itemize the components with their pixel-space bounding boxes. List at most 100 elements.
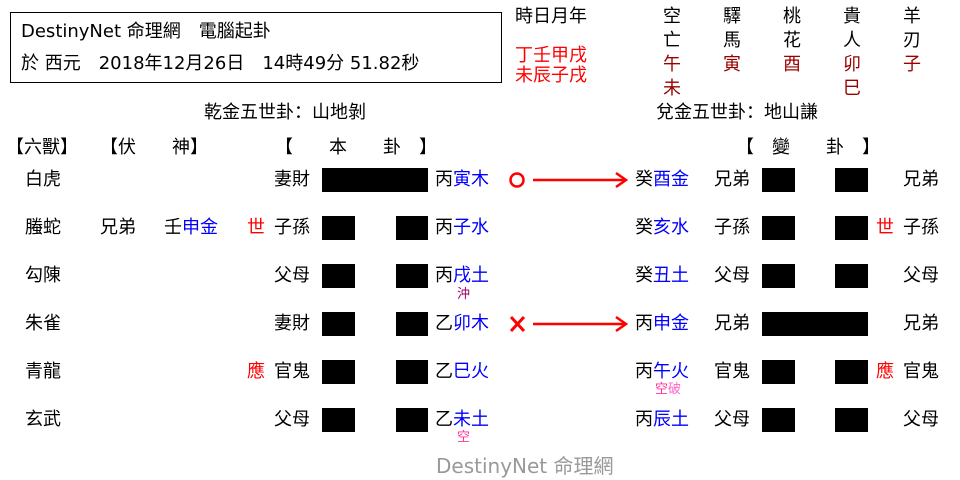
shensha-name: 空 (663, 6, 681, 27)
branch: 戌土 (453, 265, 489, 286)
shensha-names-bottom: 亡馬花人刃 (663, 30, 960, 52)
hidden-relation: 兄弟 (100, 217, 136, 238)
stem: 丙 (435, 265, 453, 286)
stem: 丙 (635, 313, 653, 334)
changed-stem-branch: 丙午火 (635, 361, 689, 383)
yin-line-right (396, 264, 428, 288)
yin-line-right (396, 312, 428, 336)
yin-line-right (396, 408, 428, 432)
changed-relation: 兄弟 (714, 169, 750, 190)
shensha-name: 花 (783, 30, 801, 51)
yin-line-right (396, 360, 428, 384)
line-stem-branch: 丙子水 (435, 217, 489, 239)
changed-relation-right: 父母 (903, 409, 939, 430)
shensha-name: 驛 (723, 6, 741, 27)
shensha-values-1: 午寅酉卯子 (663, 54, 960, 76)
branch: 辰土 (653, 409, 689, 430)
cast-datetime: 於 西元 2018年12月26日 14時49分 51.82秒 (21, 53, 420, 74)
shensha-value: 卯 (843, 54, 861, 75)
shensha-value: 子 (903, 54, 921, 75)
shensha-name: 人 (843, 30, 861, 51)
header-changed-hexagram: 【 變 卦 】 (736, 137, 880, 158)
line-relation: 父母 (274, 409, 310, 430)
changed-stem-branch: 丙申金 (635, 313, 689, 335)
changed-relation-right: 子孫 (903, 217, 939, 238)
stem: 癸 (635, 169, 653, 190)
pillars-stems: 丁壬甲戌 (515, 45, 587, 66)
original-hexagram-name: 乾金五世卦：山地剝 (204, 102, 366, 123)
shensha-name: 亡 (663, 30, 681, 51)
header-six-beasts: 【六獸】 (6, 137, 78, 158)
changed-relation: 官鬼 (714, 361, 750, 382)
yin-line-right (835, 264, 868, 288)
yin-line-left (762, 168, 795, 192)
six-beast: 白虎 (25, 169, 61, 190)
header-hidden-spirit: 【伏 神】 (100, 137, 208, 158)
yin-line-left (762, 360, 795, 384)
moving-yang-arrow-icon (509, 171, 629, 189)
branch: 申金 (182, 217, 218, 238)
changed-relation-right: 官鬼 (903, 361, 939, 382)
void-note: 空 (655, 382, 669, 397)
shensha-name: 桃 (783, 6, 801, 27)
stem: 癸 (635, 265, 653, 286)
changed-relation: 兄弟 (714, 313, 750, 334)
yin-line-left (762, 408, 795, 432)
changed-hexagram-name: 兌金五世卦：地山謙 (656, 102, 818, 123)
changed-relation: 父母 (714, 265, 750, 286)
shensha-name: 羊 (903, 6, 921, 27)
line-relation: 父母 (274, 265, 310, 286)
stem: 丙 (435, 217, 453, 238)
branch: 丑土 (653, 265, 689, 286)
yin-line-right (835, 168, 868, 192)
changed-stem-branch: 癸酉金 (635, 169, 689, 191)
stem: 丙 (435, 169, 453, 190)
shensha-value: 午 (663, 54, 681, 75)
six-beast: 勾陳 (25, 265, 61, 286)
pillars-label: 時日月年 (515, 6, 587, 27)
stem: 癸 (635, 217, 653, 238)
changed-stem-branch: 癸亥水 (635, 217, 689, 239)
stem: 丙 (635, 409, 653, 430)
yin-line-left (322, 312, 355, 336)
yin-line-left (322, 216, 355, 240)
changed-relation: 父母 (714, 409, 750, 430)
yin-line-left (322, 408, 355, 432)
line-relation: 妻財 (274, 313, 310, 334)
shensha-values-2: 未巳 (663, 78, 960, 100)
line-stem-branch: 乙未土 (435, 409, 489, 431)
changed-relation: 子孫 (714, 217, 750, 238)
line-stem-branch: 乙巳火 (435, 361, 489, 383)
yin-line-left (762, 216, 795, 240)
changed-stem-branch: 丙辰土 (635, 409, 689, 431)
shensha-value: 酉 (783, 54, 801, 75)
yin-line-right (835, 360, 868, 384)
info-box: DestinyNet 命理網 電腦起卦 於 西元 2018年12月26日 14時… (10, 12, 502, 83)
six-beast: 朱雀 (25, 313, 61, 334)
stem: 乙 (435, 409, 453, 430)
pillars-branches: 未辰子戌 (515, 65, 587, 86)
branch: 子水 (453, 217, 489, 238)
branch: 卯木 (453, 313, 489, 334)
watermark: DestinyNet 命理網 (436, 454, 614, 478)
shensha-names-top: 空驛桃貴羊 (663, 6, 960, 28)
yin-line-right (835, 408, 868, 432)
shensha-name: 刃 (903, 30, 921, 51)
changed-relation-right: 兄弟 (903, 313, 939, 334)
stem: 丙 (635, 361, 653, 382)
shensha-name: 馬 (723, 30, 741, 51)
world-marker: 世 (247, 217, 265, 238)
stem: 乙 (435, 313, 453, 334)
line-relation: 妻財 (274, 169, 310, 190)
hidden-stem-branch: 壬申金 (164, 217, 218, 239)
shensha-value: 未 (663, 78, 681, 99)
six-beast: 玄武 (25, 409, 61, 430)
clash-note: 沖 (457, 287, 471, 302)
yin-line-right (835, 216, 868, 240)
break-note: 破 (668, 382, 682, 397)
header-original-hexagram: 【 本 卦 】 (275, 137, 437, 158)
stem: 壬 (164, 217, 182, 238)
moving-yin-arrow-icon (509, 315, 629, 333)
line-relation: 子孫 (274, 217, 310, 238)
line-stem-branch: 丙寅木 (435, 169, 489, 191)
